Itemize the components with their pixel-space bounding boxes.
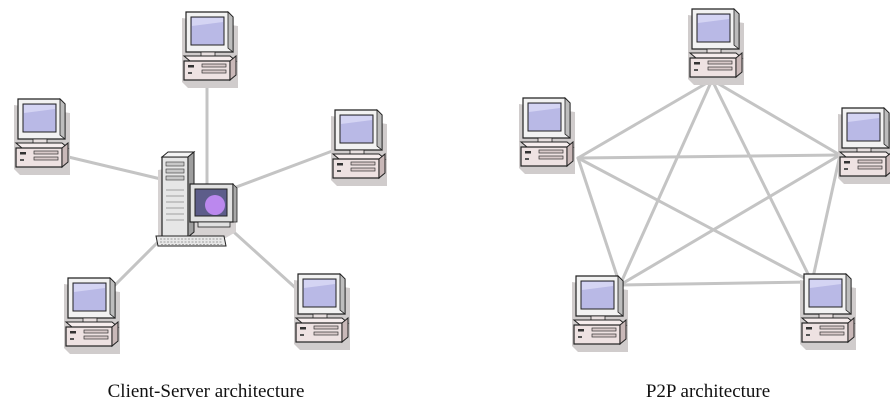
- link-peer-left-peer-bottom-right: [576, 156, 814, 284]
- client-left-lower-computer-icon: [63, 277, 121, 355]
- link-peer-left-peer-bottom-left: [576, 156, 622, 287]
- link-peer-left-peer-right: [576, 153, 842, 160]
- link-peer-top-peer-bottom-right: [710, 78, 814, 284]
- client-right-upper-computer-icon: [330, 109, 388, 187]
- link-peer-top-peer-bottom-left: [618, 78, 714, 287]
- peer-bottom-left-computer-icon: [571, 275, 629, 353]
- link-peer-top-peer-left: [576, 78, 714, 160]
- client-left-upper-computer-icon: [13, 98, 71, 176]
- server-workstation-icon: [155, 150, 238, 247]
- peer-right-computer-icon: [837, 107, 890, 185]
- link-peer-bottom-left-peer-bottom-right: [618, 280, 814, 287]
- client-top-computer-icon: [181, 11, 239, 89]
- client-right-lower-computer-icon: [293, 273, 351, 351]
- peer-left-computer-icon: [518, 97, 576, 175]
- link-peer-top-peer-right: [710, 78, 842, 157]
- client-server-caption: Client-Server architecture: [107, 381, 305, 402]
- link-peer-right-peer-bottom-left: [618, 153, 842, 287]
- link-server-client-left-upper: [58, 153, 167, 182]
- peer-top-computer-icon: [687, 8, 745, 86]
- peer-bottom-right-computer-icon: [799, 273, 857, 351]
- p2p-links: [576, 78, 842, 287]
- link-peer-right-peer-bottom-right: [810, 153, 842, 284]
- p2p-caption: P2P architecture: [645, 381, 771, 402]
